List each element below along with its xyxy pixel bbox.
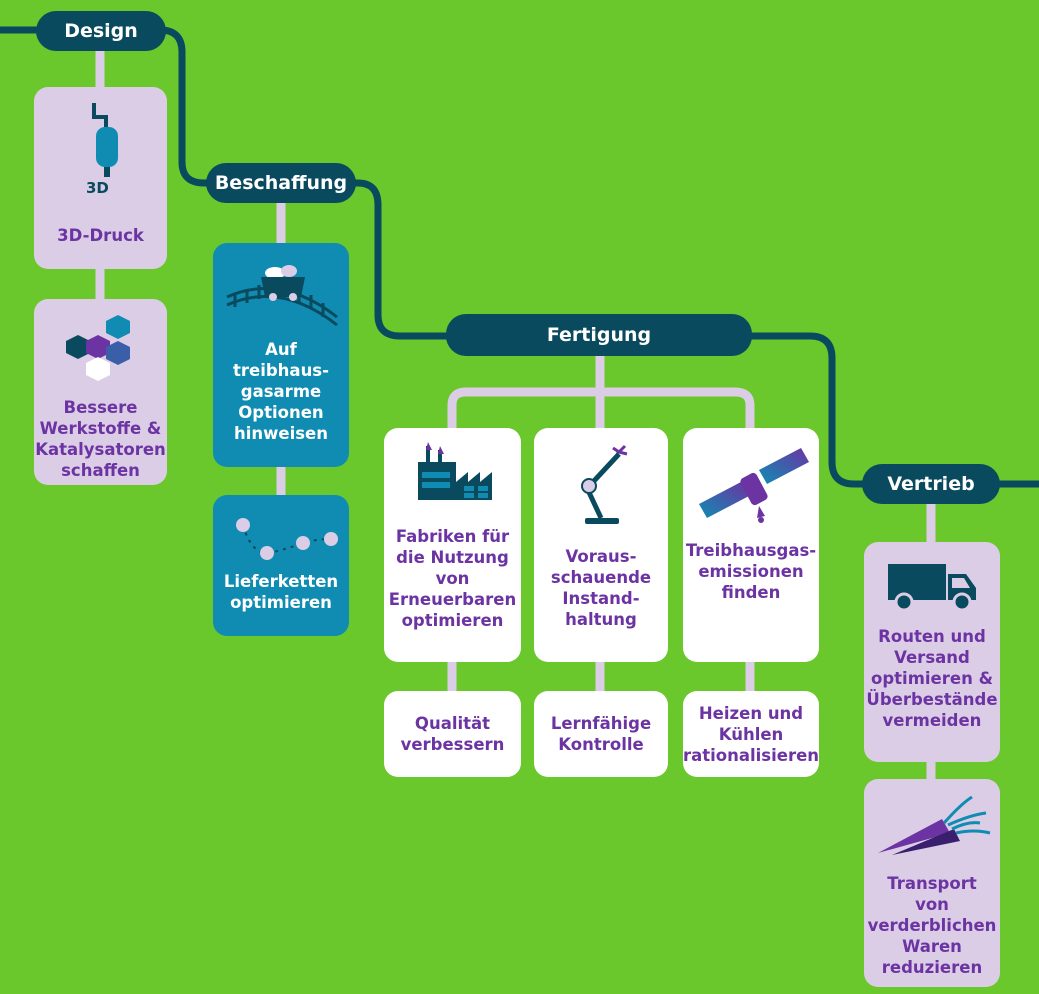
card-optionen-label: Auf treibhaus- gasarme Optionen hinweise… xyxy=(233,340,329,443)
main-flow-line xyxy=(0,26,1039,488)
card-fabriken-label: Fabriken für die Nutzung von Erneuerbare… xyxy=(388,527,517,630)
card-routen-label: Routen und Versand optimieren & Überbest… xyxy=(866,627,998,730)
card-routen: Routen und Versand optimieren & Überbest… xyxy=(864,542,1000,762)
carrots-icon xyxy=(878,795,991,855)
mine-cart-icon xyxy=(226,265,338,327)
card-heizen-label: Heizen und Kühlen rationalisieren xyxy=(682,703,820,765)
stage-design: Design xyxy=(36,11,166,51)
card-emissionen: Treibhausgas- emissionen finden xyxy=(683,428,819,662)
card-3d-druck: 3D 3D-Druck xyxy=(34,87,167,269)
card-fabriken: Fabriken für die Nutzung von Erneuerbare… xyxy=(384,428,521,662)
card-instandhaltung-label: Voraus- schauende Instand- haltung xyxy=(550,547,652,629)
card-werkstoffe-label: Bessere Werkstoffe & Katalysatoren schaf… xyxy=(35,398,166,480)
satellite-icon xyxy=(699,448,809,523)
truck-icon xyxy=(888,564,976,612)
robot-arm-icon xyxy=(581,444,628,524)
card-werkstoffe: Bessere Werkstoffe & Katalysatoren schaf… xyxy=(34,299,167,485)
card-qualitaet-label: Qualität verbessern xyxy=(400,714,505,754)
factory-icon xyxy=(417,442,492,500)
dotted-path-icon xyxy=(236,518,338,560)
stage-beschaffung: Beschaffung xyxy=(206,163,356,203)
card-lieferketten-label: Lieferketten optimieren xyxy=(223,572,339,612)
3d-printer-icon: 3D xyxy=(86,103,118,195)
card-3d-druck-label: 3D-Druck xyxy=(57,226,144,245)
hexagons-icon xyxy=(65,315,130,381)
card-optionen: Auf treibhaus- gasarme Optionen hinweise… xyxy=(213,243,349,467)
card-transport-label: Transport von verderblichen Waren reduzi… xyxy=(867,874,997,977)
svg-text:3D: 3D xyxy=(86,179,109,195)
card-kontrolle-label: Lernfähige Kontrolle xyxy=(550,714,652,754)
card-kontrolle: Lernfähige Kontrolle xyxy=(534,691,668,777)
card-qualitaet: Qualität verbessern xyxy=(384,691,521,777)
card-lieferketten: Lieferketten optimieren xyxy=(213,495,349,636)
card-emissionen-label: Treibhausgas- emissionen finden xyxy=(685,541,817,602)
card-heizen: Heizen und Kühlen rationalisieren xyxy=(683,691,819,777)
stage-vertrieb: Vertrieb xyxy=(862,464,1000,504)
card-instandhaltung: Voraus- schauende Instand- haltung xyxy=(534,428,668,662)
card-transport: Transport von verderblichen Waren reduzi… xyxy=(864,779,1000,987)
stage-fertigung: Fertigung xyxy=(446,314,752,356)
